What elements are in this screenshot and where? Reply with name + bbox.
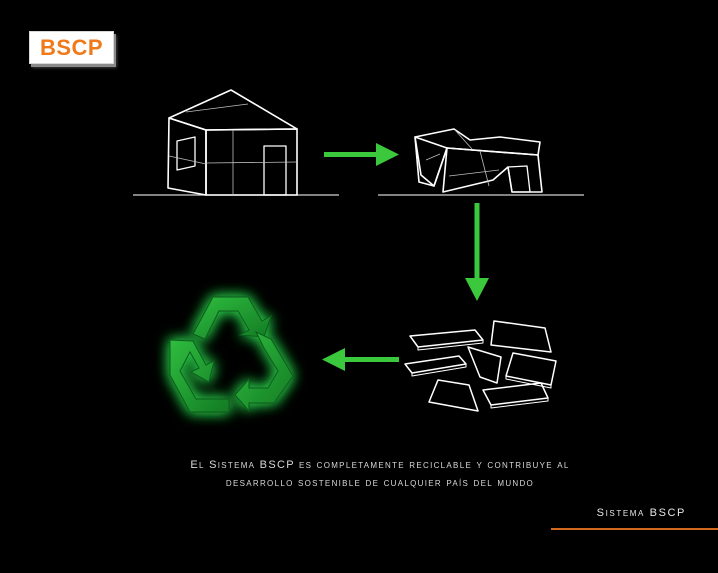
house-collapsed	[378, 128, 584, 196]
caption: El Sistema BSCP es completamente recicla…	[0, 456, 718, 492]
house-intact	[133, 89, 339, 196]
bscp-logo: BSCP	[29, 31, 114, 64]
footer-divider	[551, 528, 718, 530]
footer-label: Sistema BSCP	[596, 507, 686, 519]
arrow-down	[465, 203, 489, 301]
caption-line-2: desarrollo sostenible de cualquier país …	[225, 477, 535, 489]
recycle-icon	[169, 296, 294, 413]
panels-fragments	[404, 320, 557, 412]
logo-text: BSCP	[39, 34, 104, 60]
arrow-left	[322, 348, 399, 371]
caption-line-1: El Sistema BSCP es completamente recicla…	[190, 459, 570, 471]
arrow-right-1	[324, 143, 399, 166]
